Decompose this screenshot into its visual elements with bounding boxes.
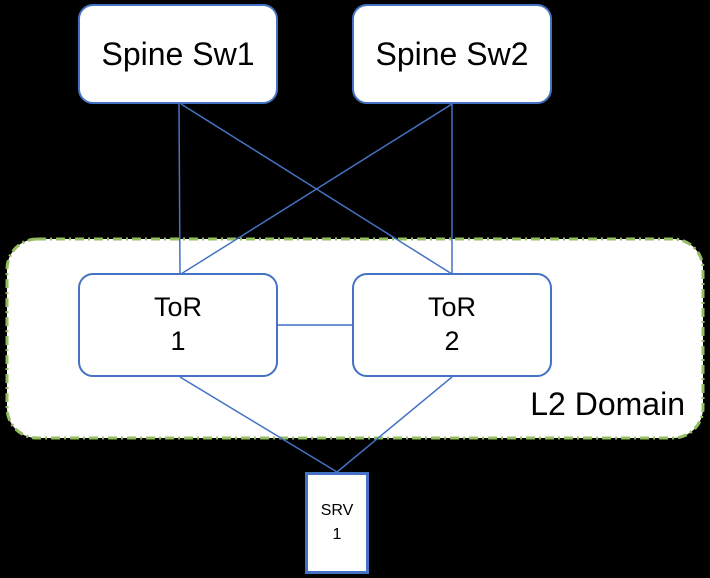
node-spine-sw2: Spine Sw2 bbox=[352, 4, 552, 104]
link-tor2-srv1 bbox=[336, 376, 453, 473]
node-spine-sw2-label: Spine Sw2 bbox=[375, 36, 529, 72]
node-tor-2-label-line2: 2 bbox=[444, 326, 460, 356]
node-tor-2-label-line1: ToR bbox=[427, 292, 476, 323]
node-srv-1-label-line1: SRV bbox=[320, 502, 354, 519]
node-tor-1-label-line2: 1 bbox=[170, 326, 186, 356]
link-spine2-tor1 bbox=[180, 103, 453, 275]
node-spine-sw1-label: Spine Sw1 bbox=[101, 36, 255, 72]
node-tor-2: ToR 2 bbox=[352, 273, 552, 377]
node-spine-sw1: Spine Sw1 bbox=[78, 4, 278, 104]
l2-domain-label: L2 Domain bbox=[530, 386, 685, 422]
link-spine1-tor1 bbox=[178, 103, 181, 275]
node-tor-1-label-line1: ToR bbox=[153, 292, 202, 323]
node-tor-1: ToR 1 bbox=[78, 273, 278, 377]
node-srv-1: SRV 1 bbox=[305, 472, 369, 574]
link-tor1-srv1 bbox=[179, 376, 338, 473]
node-srv-1-label-line2: 1 bbox=[332, 526, 342, 543]
link-lines bbox=[178, 103, 453, 473]
